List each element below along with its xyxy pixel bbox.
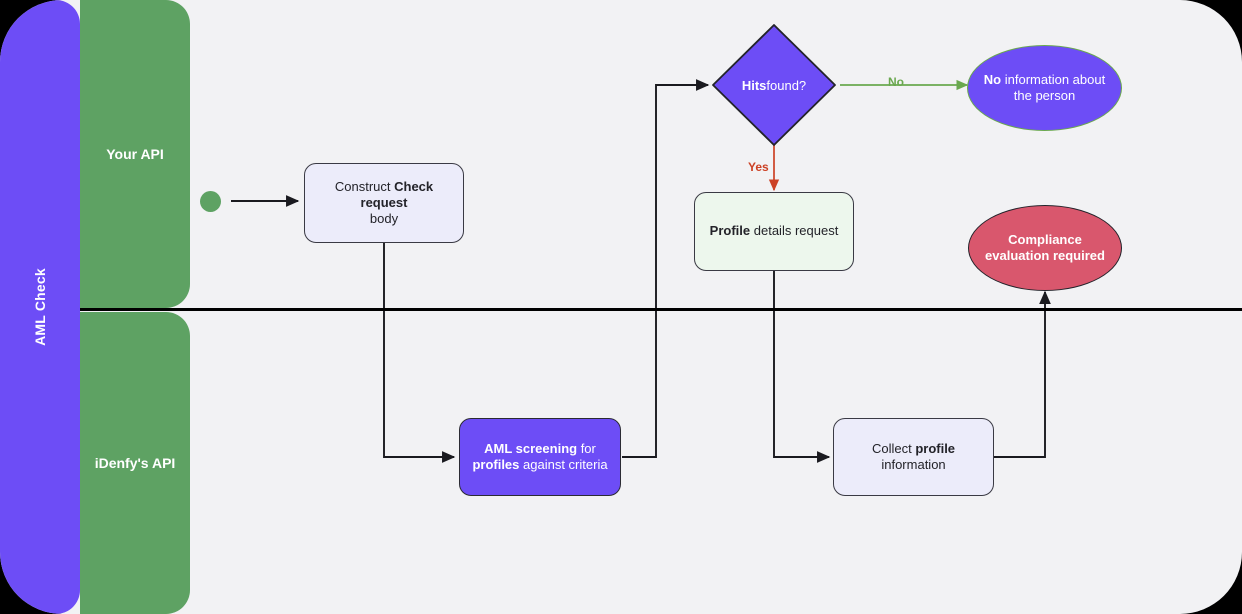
start-event[interactable]	[200, 191, 221, 212]
lane-label-your-api: Your API	[106, 146, 164, 162]
profile-details-request-node[interactable]: Profile details request	[694, 192, 854, 271]
collect-profile-information-node[interactable]: Collect profile information	[833, 418, 994, 496]
edge-construct-to-aml-screening	[383, 243, 456, 463]
lane-divider	[80, 308, 1242, 311]
profile-details-request-label: Profile details request	[709, 223, 839, 239]
lane-header-your-api: Your API	[80, 0, 190, 308]
edge-profile-details-to-collect-profile	[773, 271, 831, 463]
edge-collect-profile-to-compliance-required	[993, 290, 1051, 458]
hits-found-label: Hits found?	[741, 77, 807, 93]
edge-aml-screening-to-hits-found	[622, 79, 710, 458]
lane-header-idenfy-api: iDenfy's API	[80, 312, 190, 614]
collect-profile-information-label: Collect profile information	[871, 440, 956, 472]
edge-label-yes: Yes	[748, 160, 769, 174]
pool-title-strip: AML Check	[0, 0, 80, 614]
pool-title-label: AML Check	[32, 268, 48, 346]
hits-found-decision[interactable]: Hits found?	[710, 22, 838, 148]
edge-label-no: No	[888, 75, 904, 89]
lane-label-idenfy-api: iDenfy's API	[94, 455, 176, 471]
hits-found-diamond-shape	[712, 24, 836, 146]
